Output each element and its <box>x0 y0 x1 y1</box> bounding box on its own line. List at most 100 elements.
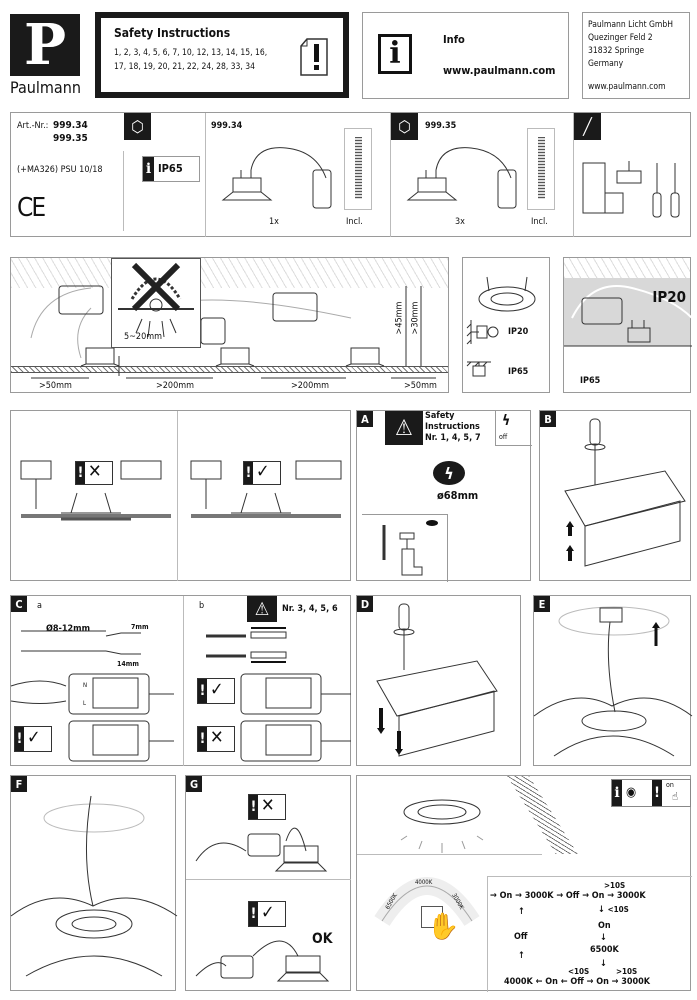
step-b-label: B <box>540 411 556 427</box>
open-junction-box-illustration <box>564 418 686 567</box>
screwdriver-icon: ╱ <box>574 113 601 140</box>
package-icon: ⬡ <box>391 113 418 140</box>
step-a-label: A <box>357 411 373 427</box>
step-d-label: D <box>357 596 373 612</box>
strip-length-7: 7mm <box>131 623 149 631</box>
set-999-34-incl: Incl. <box>346 217 363 227</box>
drill-inset <box>362 514 448 582</box>
brand-name: Paulmann <box>10 78 81 97</box>
ceiling-board <box>11 366 448 373</box>
safety-numbers-2: 17, 18, 19, 20, 21, 22, 24, 28, 33, 34 <box>114 62 255 72</box>
set-999-34-qty: 1x <box>269 217 279 227</box>
on-label: on <box>666 781 674 789</box>
safety-nr: Nr. 1, 4, 5, 7 <box>425 433 481 443</box>
warning-icon: ! <box>15 727 24 751</box>
dial-4000k: 4000K <box>415 879 433 886</box>
document-warning-icon <box>300 38 328 76</box>
dim-depth-2: >30mm <box>410 301 421 335</box>
step-c-panel: C a b Ø8-12mm 7mm 14mm ⚠ Nr. 3, 4, 5, 6 … <box>10 595 351 766</box>
insert-driver-illustration <box>533 606 693 757</box>
dim-depth-1: >45mm <box>394 301 405 335</box>
cross-icon: ✕ <box>88 461 102 482</box>
flow-gt10s: >10S <box>604 881 626 890</box>
address-country: Germany <box>588 59 624 69</box>
info-eye-badge: i ◉ ! on ☝ <box>611 779 691 807</box>
tools-illustration <box>582 161 680 218</box>
lamp-with-driver-illustration <box>406 147 517 209</box>
set-999-35-id: 999.35 <box>425 121 457 131</box>
warning-triangle-icon: ⚠ <box>385 411 423 445</box>
divider <box>123 151 124 231</box>
flow-3000k: 3000K <box>621 977 651 987</box>
step-f-label: F <box>11 776 27 792</box>
dim-spacing-1: >200mm <box>156 381 195 391</box>
flow-lt10s-bottom: <10S <box>568 967 590 976</box>
step-d-panel: D <box>356 595 521 766</box>
ceiling-installation-diagram: 5~20mm >50mm >200mm >200mm >50mm >45mm >… <box>10 257 449 393</box>
divider <box>177 411 178 581</box>
strip-length-14: 14mm <box>117 660 139 668</box>
flow-down-lt10s: ↓ <10S <box>598 905 629 915</box>
art-number-2: 999.35 <box>53 133 88 144</box>
flow-off-left: Off <box>514 932 528 942</box>
hole-diameter: ø68mm <box>437 489 479 502</box>
step-e-label: E <box>534 596 550 612</box>
safety-instructions-box: Safety Instructions 1, 2, 3, 4, 5, 6, 7,… <box>95 12 349 98</box>
flow-arrow-up: ↑ <box>518 951 525 961</box>
product-row: Art.-Nr.: 999.34 999.35 (+MA326) PSU 10/… <box>10 112 691 237</box>
wall-switch[interactable] <box>421 906 443 928</box>
package-icon: ⬡ <box>124 113 151 140</box>
divider <box>205 113 206 237</box>
warning-icon: ! <box>249 902 258 926</box>
safety-numbers-1: 1, 2, 3, 4, 5, 6, 7, 10, 12, 13, 14, 15,… <box>114 48 268 58</box>
warning-icon: ! <box>244 462 253 484</box>
set-999-35-qty: 3x <box>455 217 465 227</box>
warning-icon: ! <box>198 679 207 703</box>
flow-3000k: 3000K <box>616 891 646 901</box>
cct-switch-panel: i ◉ ! on ☝ 6500K 4000K 3000K ✋ → On → 30… <box>356 775 692 992</box>
info-title: Info <box>443 33 465 46</box>
dim-spacing-2: >200mm <box>291 381 330 391</box>
switching-sequence: → On → 3000K → Off → On → 3000K >10S ↓ <… <box>487 876 692 992</box>
divider <box>183 596 184 766</box>
ip20-side: IP20 <box>508 327 529 337</box>
ip65-zone-label: IP65 <box>580 376 601 386</box>
info-url[interactable]: www.paulmann.com <box>443 64 556 77</box>
insulation-check-panel: ! ✕ !✓ <box>10 410 351 581</box>
hand-icon: ✋ <box>427 912 460 942</box>
ip65-bottom: IP65 <box>508 367 529 377</box>
hand-switch-icon: ☝ <box>672 790 679 803</box>
lamps-and-drivers <box>30 285 436 379</box>
wrong-badge: !✕ <box>197 726 235 752</box>
lamp-in-zone <box>564 285 693 347</box>
warning-icon: ! <box>198 727 207 751</box>
info-icon: i <box>143 157 154 181</box>
correct-badge: !✓ <box>243 461 281 485</box>
close-junction-box-illustration <box>376 603 498 757</box>
ok-label: OK <box>312 931 333 947</box>
flow-on: On <box>499 891 513 901</box>
step-f-panel: F <box>10 775 178 991</box>
cross-icon: ✕ <box>210 727 224 748</box>
address-street: Quezinger Feld 2 <box>588 33 653 43</box>
spring-clip-illustration <box>344 128 372 210</box>
art-label: Art.-Nr.: <box>17 121 49 131</box>
flow-arrow-down: ↓ <box>600 959 607 969</box>
ce-mark: CE <box>17 193 46 223</box>
dim-gap: 5~20mm <box>124 332 163 342</box>
divider <box>186 879 351 880</box>
check-icon: ✓ <box>256 461 270 482</box>
step-c-sub-a: a <box>37 601 42 611</box>
ceiling-hatch <box>564 258 690 278</box>
terminal-n: N <box>83 682 88 689</box>
flow-off: Off <box>570 977 584 987</box>
paulmann-logo: P <box>10 12 80 78</box>
safety-line-1: Safety <box>425 411 455 421</box>
ip-mounting-panel: IP20 IP65 <box>462 257 550 393</box>
flow-arrow-down: ↓ <box>600 933 607 943</box>
address-url[interactable]: www.paulmann.com <box>588 82 666 92</box>
flow-arrow-up: ↑ <box>518 907 525 917</box>
ip65-badge: i IP65 <box>142 156 200 182</box>
